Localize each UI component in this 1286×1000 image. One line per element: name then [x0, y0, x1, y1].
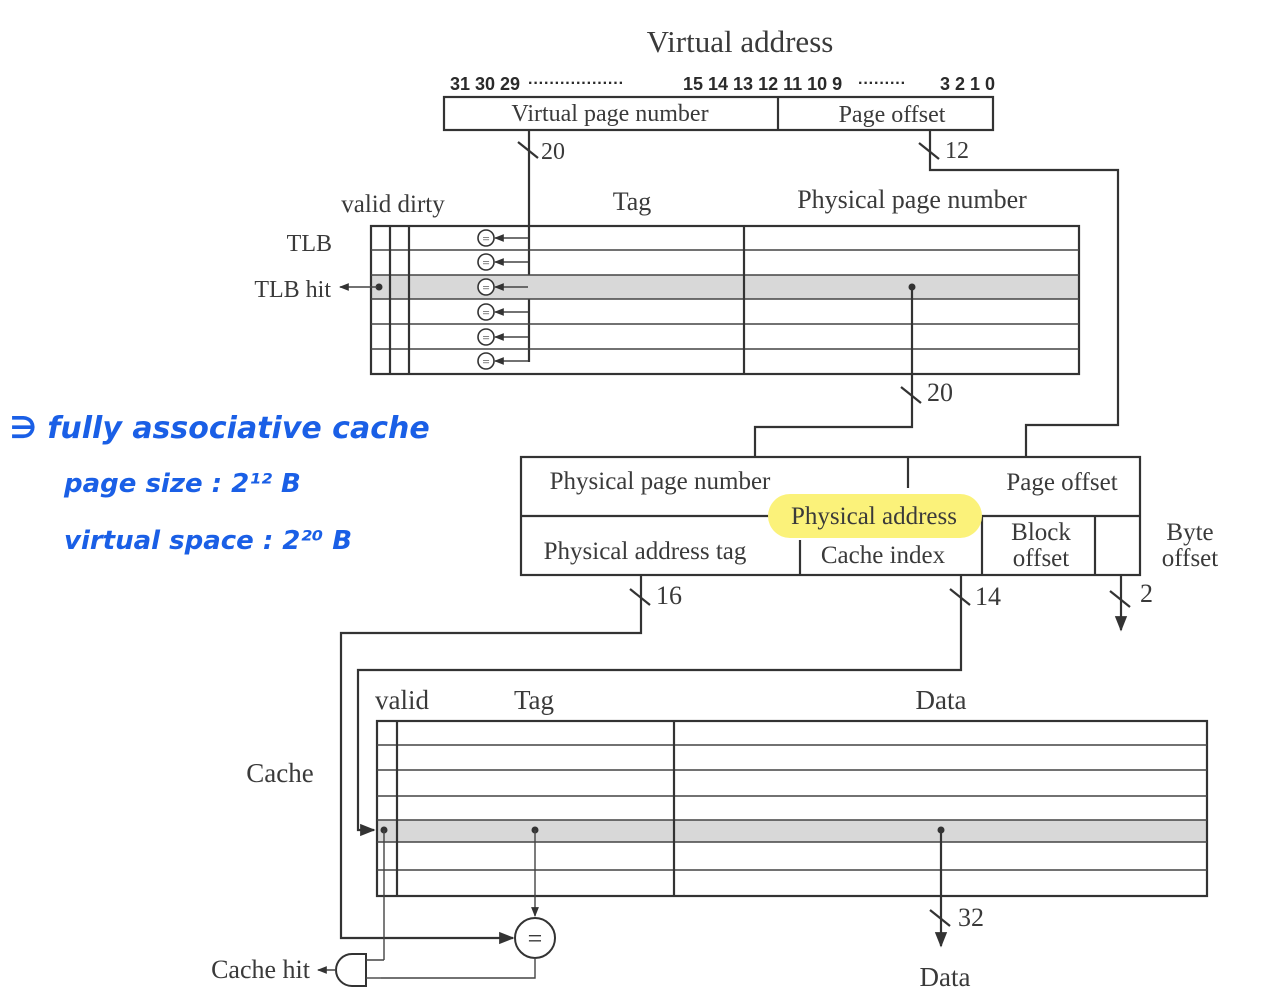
- comparator-output-line: [381, 958, 536, 979]
- svg-text:=: =: [482, 305, 489, 320]
- bit-dots-2: ·········: [858, 75, 906, 92]
- pa-cache-index-field: Cache index: [821, 542, 946, 569]
- physical-address-label: Physical address: [791, 503, 957, 530]
- tlb-comparator: =: [477, 303, 528, 321]
- offset-width-label: 12: [945, 138, 969, 164]
- svg-text:=: =: [482, 255, 489, 270]
- offset-width-slash: [918, 142, 940, 160]
- tlb-hit-dot: [375, 283, 383, 291]
- cache-col-data: Data: [916, 685, 967, 715]
- ppn-width-slash: [900, 386, 922, 404]
- cache-hit-row-shade: [377, 820, 1207, 842]
- cache-col-tag: Tag: [514, 685, 554, 715]
- index-width-slash: [949, 588, 971, 606]
- svg-text:=: =: [482, 330, 489, 345]
- page-offset-bus-line: [928, 130, 1120, 457]
- bit-numbers-left: 31 30 29: [450, 74, 520, 94]
- page-offset-field: Page offset: [839, 102, 946, 128]
- cache-table: [375, 719, 1209, 898]
- note-fully-associative: ∋ fully associative cache: [10, 411, 430, 446]
- bit-dots-1: ··················: [528, 75, 624, 92]
- svg-text:=: =: [482, 354, 489, 369]
- bit-numbers-right: 3 2 1 0: [940, 74, 995, 94]
- byte-offset-line2: offset: [1162, 545, 1219, 572]
- tlb-comparator: =: [477, 229, 528, 247]
- cache-hit-label: Cache hit: [211, 955, 311, 984]
- pa-page-offset-field: Page offset: [1006, 469, 1117, 496]
- vpn-width-label: 20: [541, 139, 565, 165]
- byte-width-label: 2: [1140, 579, 1153, 608]
- pa-block-offset-line1: Block: [1011, 519, 1071, 546]
- pa-tag-field: Physical address tag: [544, 538, 747, 565]
- tlb-comparators: = = = = = =: [477, 229, 528, 370]
- tlb-col-tag: Tag: [613, 187, 652, 216]
- data-width-slash: [929, 909, 951, 927]
- note-page-size: page size : 2¹² B: [63, 469, 301, 499]
- virtual-address-box: [442, 95, 995, 132]
- virtual-page-number-field: Virtual page number: [511, 101, 708, 127]
- tlb-comparator: =: [477, 352, 528, 370]
- tag-bus-line: [339, 575, 643, 945]
- tlb-hit-label: TLB hit: [254, 277, 331, 303]
- tlb-comparator: =: [477, 253, 528, 271]
- byte-width-slash: [1109, 590, 1131, 608]
- svg-text:=: =: [482, 280, 489, 295]
- data-width-label: 32: [958, 903, 984, 932]
- svg-text:=: =: [482, 231, 489, 246]
- index-bus-line: [356, 575, 963, 837]
- cache-comparator-symbol: =: [528, 924, 543, 953]
- tlb-comparator: =: [477, 278, 528, 296]
- pa-ppn-field: Physical page number: [550, 468, 771, 495]
- bit-numbers-mid: 15 14 13 12 11 10 9: [683, 74, 842, 94]
- physical-address-highlight: [768, 494, 982, 538]
- tlb-row-lines: [371, 249, 1079, 350]
- tlb-table: [369, 224, 1081, 376]
- vpn-width-slash: [517, 141, 539, 159]
- data-out-label: Data: [920, 962, 971, 992]
- tlb-label: TLB: [287, 231, 332, 257]
- cache-row-lines: [377, 744, 1207, 871]
- cache-label: Cache: [246, 758, 313, 788]
- tlb-col-valid-dirty: valid dirty: [341, 191, 445, 218]
- tag-width-slash: [629, 588, 651, 606]
- tlb-col-ppn: Physical page number: [797, 185, 1027, 214]
- byte-offset-line1: Byte: [1166, 519, 1213, 546]
- cache-col-valid: valid: [375, 685, 429, 715]
- and-gate: [335, 953, 367, 987]
- ppn-width-label: 20: [927, 378, 953, 407]
- tlb-comparator: =: [477, 328, 528, 346]
- note-virtual-space: virtual space : 2²⁰ B: [64, 526, 352, 556]
- index-width-label: 14: [975, 582, 1001, 611]
- pa-block-offset-line2: offset: [1013, 545, 1070, 572]
- tag-width-label: 16: [656, 581, 682, 610]
- virtual-address-title: Virtual address: [647, 24, 834, 59]
- ppn-bus-line: [753, 287, 914, 457]
